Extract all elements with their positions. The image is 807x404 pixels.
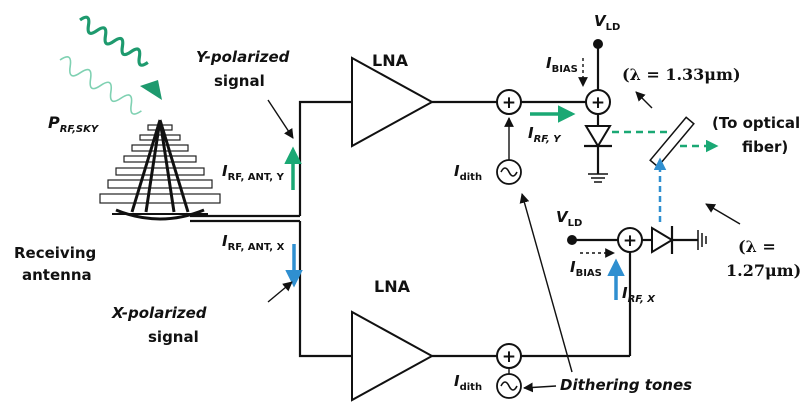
i-rf-ant-x-label: IRF, ANT, X xyxy=(222,232,285,253)
y-polarized-pointer-arrow xyxy=(267,99,294,139)
summer-top-bias: + xyxy=(585,89,611,115)
svg-text:+: + xyxy=(591,93,605,113)
laser-diode-bottom xyxy=(651,226,707,254)
dither-source-top xyxy=(496,159,522,185)
dithering-tones-label: Dithering tones xyxy=(560,376,692,394)
i-bias-bottom-label: IBIAS xyxy=(570,258,602,279)
summer-bottom-dither: + xyxy=(496,343,522,369)
i-rf-ant-y-label: IRF, ANT, Y xyxy=(222,162,285,183)
i-dith-top-label: Idith xyxy=(454,162,482,183)
lambda-1330-label: (λ = 1.33μm) xyxy=(622,65,741,84)
svg-text:+: + xyxy=(623,231,637,251)
v-ld-top-label: VLD xyxy=(594,12,620,33)
to-optical-fiber-label: (To optical fiber) xyxy=(712,114,805,156)
v-ld-top-node xyxy=(593,39,603,49)
i-rf-y-label: IRF, Y xyxy=(528,124,562,145)
svg-text:+: + xyxy=(502,93,516,113)
x-polarized-pointer-arrow xyxy=(267,281,293,303)
i-bias-top-label: IBIAS xyxy=(546,54,578,75)
i-dith-bottom-label: Idith xyxy=(454,372,482,393)
lna-bottom: LNA xyxy=(351,277,435,402)
i-rf-x-label: IRF, X xyxy=(622,284,656,305)
summer-bottom-bias: + xyxy=(617,227,643,253)
beam-combiner xyxy=(649,116,695,168)
lna-bottom-label: LNA xyxy=(374,277,411,296)
laser-diode-top xyxy=(584,125,612,183)
sky-signal-wave xyxy=(59,15,162,115)
dither-source-bottom xyxy=(496,373,522,399)
y-polarized-label: Y-polarized signal xyxy=(196,48,295,90)
lna-top: LNA xyxy=(351,51,435,148)
dither-pointer-top xyxy=(519,193,573,373)
dither-pointer-bottom xyxy=(523,382,557,393)
receiving-antenna-icon xyxy=(99,119,221,221)
lambda-1270-label: (λ = 1.27μm) xyxy=(726,237,801,280)
receiving-antenna-label: Receiving antenna xyxy=(14,244,102,284)
summer-top-dither: + xyxy=(496,89,522,115)
antenna-feed-wires xyxy=(190,100,352,358)
x-polarized-label: X-polarized signal xyxy=(111,304,212,346)
v-ld-bottom-label: VLD xyxy=(556,208,582,229)
svg-text:+: + xyxy=(502,347,516,367)
lna-top-label: LNA xyxy=(372,51,409,70)
p-rf-sky-label: PRF,SKY xyxy=(48,113,100,135)
